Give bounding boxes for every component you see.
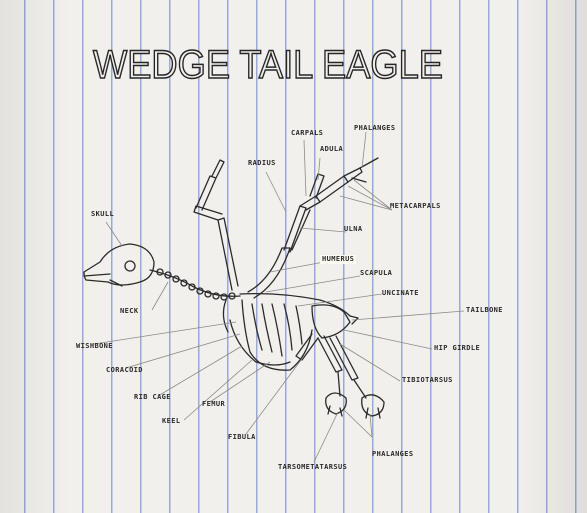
label-carpals: CARPALS [291, 130, 323, 137]
label-keel: KEEL [162, 418, 180, 425]
label-humerus: HUMERUS [320, 255, 356, 264]
label-tarsometatarsus: TARSOMETATARSUS [278, 464, 347, 471]
diagram-title: WEDGE TAIL EAGLE [93, 43, 443, 87]
label-skull: SKULL [91, 211, 114, 218]
label-alula: ADULA [320, 146, 343, 153]
leader-lines [94, 132, 464, 462]
label-uncinate: UNCINATE [382, 290, 419, 297]
label-radius: RADIUS [248, 160, 276, 167]
label-tailbone: TAILBONE [466, 307, 503, 314]
label-rib-cage: RIB CAGE [134, 394, 171, 401]
label-phalanges-wing: PHALANGES [354, 125, 396, 132]
skull-drawing [84, 244, 154, 286]
label-hip-girdle: HIP GIRDLE [434, 345, 480, 352]
label-metacarpals: METACARPALS [390, 203, 441, 210]
label-coracoid: CORACOID [106, 367, 143, 374]
back-wing-drawing [194, 160, 238, 290]
label-tibiotarsus: TIBIOTARSUS [402, 377, 453, 384]
label-femur: FEMUR [202, 401, 225, 408]
label-ulna: ULNA [344, 226, 362, 233]
legs-drawing [296, 334, 384, 418]
label-scapula: SCAPULA [360, 270, 392, 277]
label-phalanges-foot: PHALANGES [372, 451, 414, 458]
label-fibula: FIBULA [228, 434, 256, 441]
label-wishbone: WISHBONE [76, 343, 113, 350]
label-neck: NECK [120, 308, 138, 315]
pelvis-drawing [312, 305, 358, 338]
neck-drawing [150, 269, 240, 300]
